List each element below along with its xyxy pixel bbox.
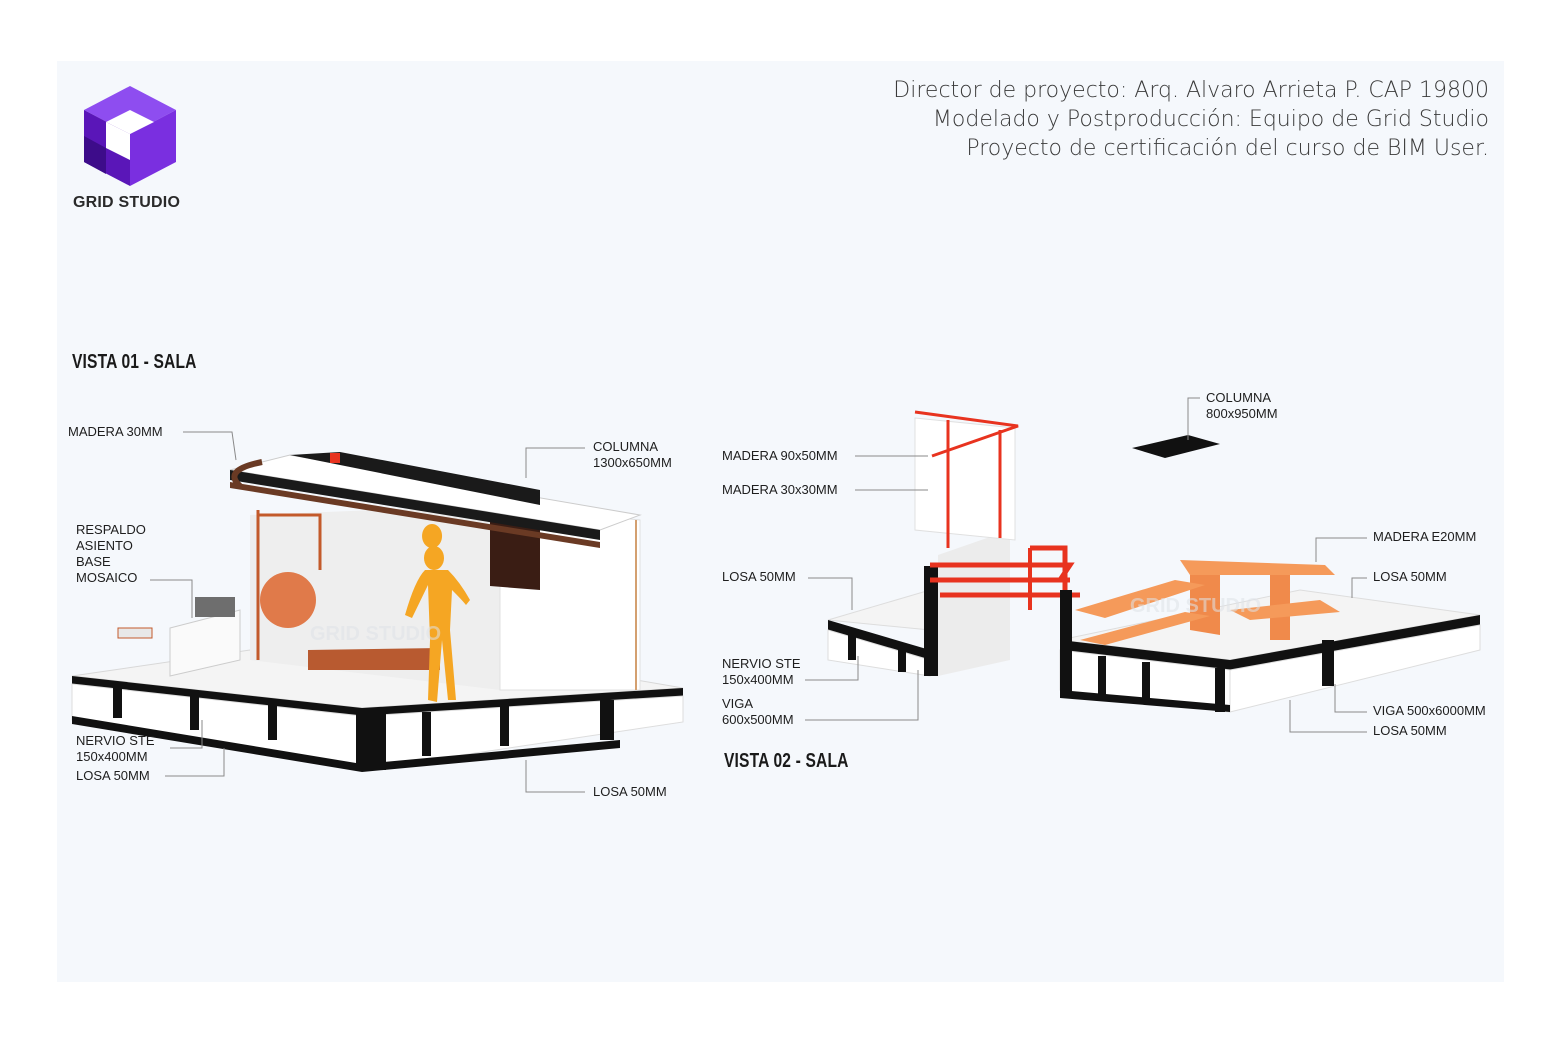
credit-course: Proyecto de certificación del curso de B…: [966, 136, 1489, 161]
label-nervio-view1-line2: 150x400MM: [76, 749, 148, 764]
label-nervio-view2-line2: 150x400MM: [722, 672, 794, 687]
grid-studio-cube-logo-icon: [84, 86, 176, 186]
label-seat-parts: RESPALDO ASIENTO BASE MOSAICO: [76, 522, 146, 586]
credit-director: Director de proyecto: Arq. Alvaro Arriet…: [893, 78, 1489, 103]
watermark-view2: GRID STUDIO: [1130, 595, 1261, 617]
label-columna-800: COLUMNA 800x950MM: [1206, 390, 1278, 422]
label-nervio-view1-line1: NERVIO STE: [76, 733, 155, 748]
brand-name: GRID STUDIO: [73, 194, 181, 211]
label-madera-30mm: MADERA 30MM: [68, 424, 163, 439]
credit-modeling: Modelado y Postproducción: Equipo de Gri…: [932, 107, 1489, 132]
label-columna-1300-line1: COLUMNA: [593, 439, 659, 454]
label-losa-view1-right: LOSA 50MM: [593, 784, 667, 799]
view1-model: GRID STUDIO: [71, 452, 684, 772]
label-nervio-view1: NERVIO STE 150x400MM: [76, 733, 155, 765]
label-respaldo: RESPALDO: [76, 522, 146, 537]
watermark-view1: GRID STUDIO: [310, 623, 441, 645]
view2-model: GRID STUDIO: [827, 410, 1481, 713]
label-nervio-view2: NERVIO STE 150x400MM: [722, 656, 801, 688]
label-viga-500: VIGA 500x6000MM: [1373, 703, 1486, 718]
label-madera-30x30: MADERA 30x30MM: [722, 482, 838, 497]
label-viga-600: VIGA 600x500MM: [722, 696, 794, 728]
label-mosaico: MOSAICO: [76, 570, 138, 585]
label-losa-view2-right-bottom: LOSA 50MM: [1373, 723, 1447, 738]
label-base: BASE: [76, 554, 111, 569]
label-viga-600-line2: 600x500MM: [722, 712, 794, 727]
project-credits: Director de proyecto: Arq. Alvaro Arriet…: [893, 76, 1489, 163]
label-madera-90x50: MADERA 90x50MM: [722, 448, 838, 463]
label-madera-e20: MADERA E20MM: [1373, 529, 1477, 544]
view1-title: VISTA 01 - SALA: [72, 351, 197, 373]
label-losa-view1-left: LOSA 50MM: [76, 768, 150, 783]
label-losa-view2-left: LOSA 50MM: [722, 569, 796, 584]
label-columna-800-line1: COLUMNA: [1206, 390, 1272, 405]
label-losa-view2-right-top: LOSA 50MM: [1373, 569, 1447, 584]
label-nervio-view2-line1: NERVIO STE: [722, 656, 801, 671]
label-columna-1300: COLUMNA 1300x650MM: [593, 439, 672, 471]
label-asiento: ASIENTO: [76, 538, 133, 553]
view2-title: VISTA 02 - SALA: [724, 750, 849, 772]
label-viga-600-line1: VIGA: [722, 696, 754, 711]
label-columna-1300-line2: 1300x650MM: [593, 455, 672, 470]
label-columna-800-line2: 800x950MM: [1206, 406, 1278, 421]
